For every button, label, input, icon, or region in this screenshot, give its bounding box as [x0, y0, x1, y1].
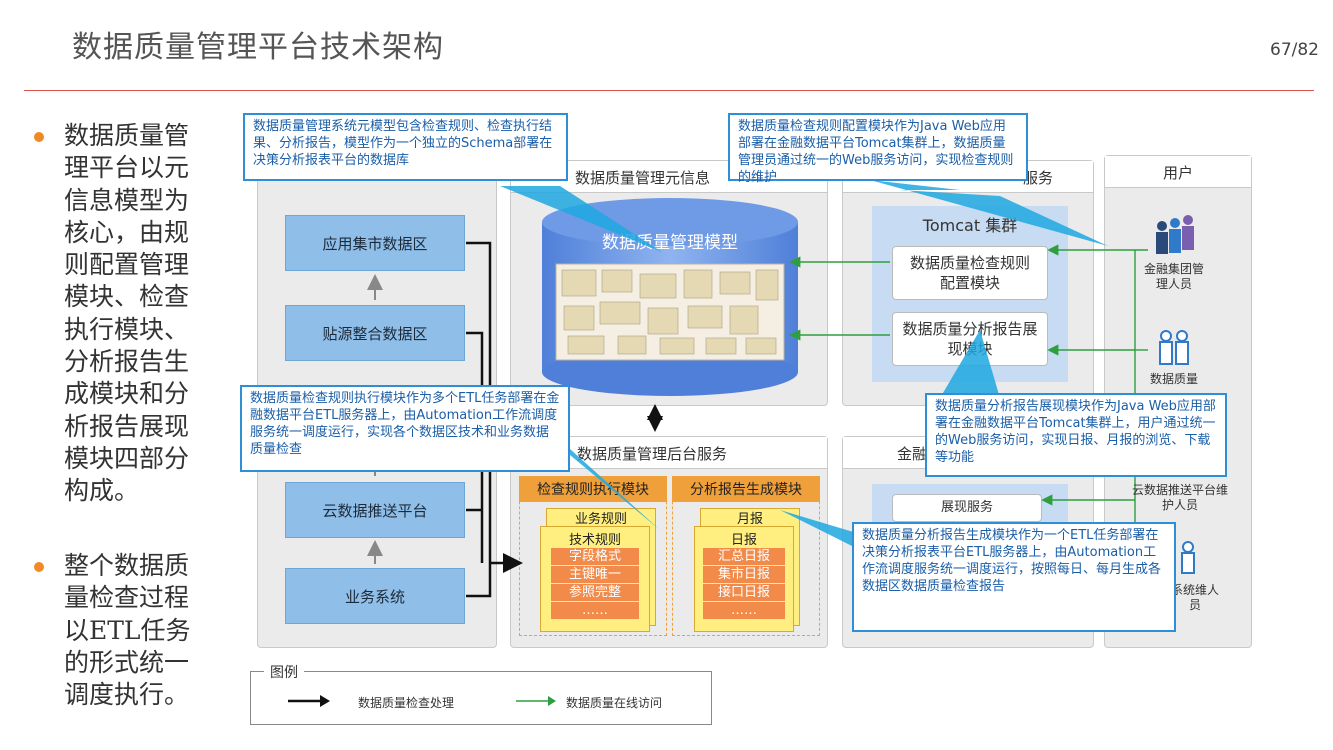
users-panel-title: 用户 — [1105, 156, 1251, 188]
user-data-quality: 数据质量 — [1149, 372, 1198, 386]
present-service: 展现服务 — [892, 494, 1042, 522]
callout-rule-config: 数据质量检查规则配置模块作为Java Web应用部署在金融数据平台Tomcat集… — [728, 113, 1028, 185]
data-zone-mart: 应用集市数据区 — [285, 215, 465, 271]
report-card: 日报 汇总日报 集市日报 接口日报 …… — [694, 526, 794, 632]
exec-rule-item: 主键唯一 — [551, 566, 639, 583]
slide-title: 数据质量管理平台技术架构 — [72, 30, 444, 65]
user-sysadmin-icon — [1181, 541, 1195, 574]
report-item: …… — [703, 602, 785, 619]
callout-report-display: 数据质量分析报告展现模块作为Java Web应用部署在金融数据平台Tomcat集… — [925, 393, 1227, 477]
exec-rule-item: …… — [551, 602, 639, 619]
exec-rules-sub: 技术规则 — [568, 533, 621, 548]
report-item: 汇总日报 — [703, 548, 785, 565]
user-finance-managers: 金融集团管理人员 — [1144, 262, 1205, 291]
meta-model-cylinder — [542, 198, 798, 396]
title-divider — [24, 90, 1314, 91]
legend-black-arrow-icon — [288, 695, 330, 707]
report-item: 集市日报 — [703, 566, 785, 583]
users-quality-icon — [1159, 330, 1189, 365]
data-zone-cloud-push: 云数据推送平台 — [285, 482, 465, 538]
report-header: 月报 — [736, 512, 763, 527]
user-cloud-push-maintainers: 云数据推送平台维护人员 — [1132, 483, 1229, 512]
exec-rules-card: 技术规则 字段格式 主键唯一 参照完整 …… — [540, 526, 650, 632]
legend-green-arrow-icon — [516, 696, 556, 706]
report-display-module: 数据质量分析报告展现模块 — [892, 312, 1048, 366]
data-zone-source: 贴源整合数据区 — [285, 305, 465, 361]
legend-title: 图例 — [264, 662, 304, 682]
meta-model-label: 数据质量管理模型 — [602, 233, 738, 253]
exec-rule-item: 字段格式 — [551, 548, 639, 565]
report-sub: 日报 — [730, 533, 757, 548]
page-number: 67/82 — [1270, 40, 1319, 60]
report-item: 接口日报 — [703, 584, 785, 601]
legend-black-label: 数据质量检查处理 — [358, 696, 455, 710]
exec-rules-header: 业务规则 — [574, 512, 627, 527]
bullet-2: 整个数据质量检查过程以ETL任务的形式统一调度执行。 — [28, 550, 213, 711]
callout-rule-exec: 数据质量检查规则执行模块作为多个ETL任务部署在金融数据平台ETL服务器上，由A… — [240, 385, 570, 472]
users-group-icon — [1156, 215, 1194, 254]
exec-module-title: 检查规则执行模块 — [519, 476, 667, 502]
exec-rule-item: 参照完整 — [551, 584, 639, 601]
rule-config-module: 数据质量检查规则配置模块 — [892, 246, 1048, 300]
report-module-title: 分析报告生成模块 — [672, 476, 820, 502]
callout-report-gen: 数据质量分析报告生成模块作为一个ETL任务部署在决策分析报表平台ETL服务器上，… — [852, 522, 1176, 632]
tomcat-cluster-label: Tomcat 集群 — [922, 216, 1018, 235]
callout-meta-model: 数据质量管理系统元模型包含检查规则、检查执行结果、分析报告，模型作为一个独立的S… — [243, 113, 568, 181]
data-zone-business: 业务系统 — [285, 568, 465, 624]
bullet-1: 数据质量管理平台以元信息模型为核心，由规则配置管理模块、检查执行模块、分析报告生… — [28, 120, 213, 508]
legend-box — [250, 671, 712, 725]
user-sys-maintainers: 系统维人员 — [1170, 583, 1219, 612]
legend-green-label: 数据质量在线访问 — [566, 696, 663, 710]
